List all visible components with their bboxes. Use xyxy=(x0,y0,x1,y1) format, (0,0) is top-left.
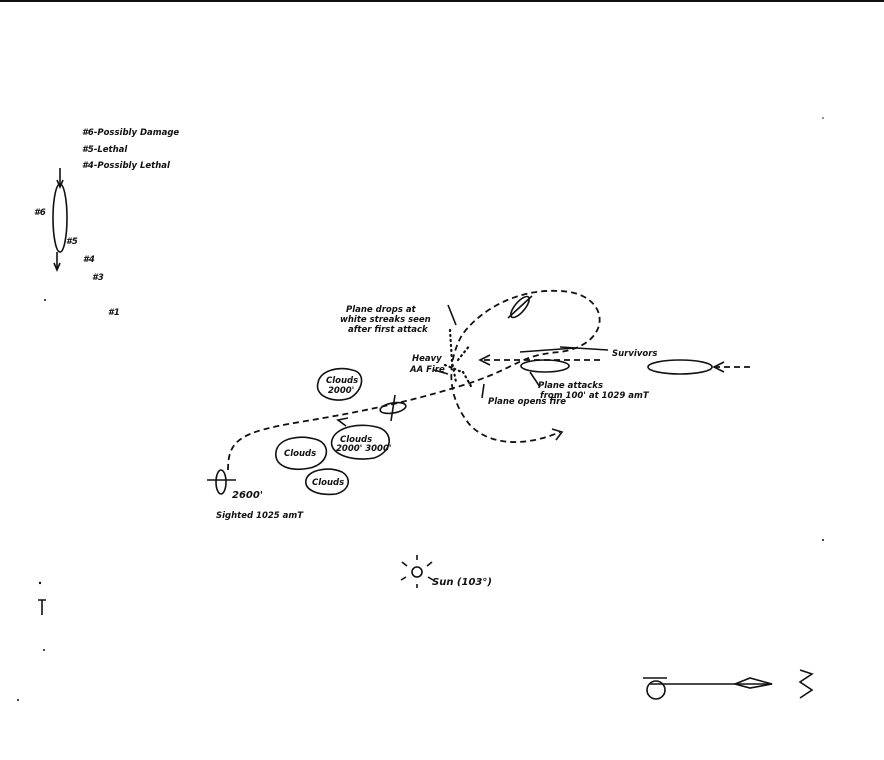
legend-line-1: #6-Possibly Damage xyxy=(82,128,179,138)
plane-opens-fire-label: Plane opens fire xyxy=(488,397,566,407)
mark-1: #1 xyxy=(108,308,120,318)
svg-text:Clouds: Clouds xyxy=(340,435,372,445)
svg-text:Clouds: Clouds xyxy=(284,449,316,459)
leader-opens-fire xyxy=(481,383,485,399)
cloud-bottom: Clouds xyxy=(305,468,349,496)
plane-sighted xyxy=(207,469,236,495)
escort-arrowhead xyxy=(712,361,725,373)
leader-attacks xyxy=(529,371,541,388)
cloud-top: Clouds 2000' xyxy=(316,367,363,401)
aa-fire-dots xyxy=(443,328,474,390)
plane-attacks-label-2: from 100' at 1029 amT xyxy=(540,391,650,401)
cloud-mid: Clouds xyxy=(275,436,328,470)
plane-drops-label-1: Plane drops at xyxy=(346,305,417,315)
plane-attacks-label-1: Plane attacks xyxy=(538,381,603,391)
leader-heavy xyxy=(433,369,449,375)
track-arrow-mid xyxy=(336,417,349,427)
svg-text:Clouds: Clouds xyxy=(312,478,344,488)
svg-text:2000': 2000' xyxy=(328,386,354,396)
mark-3: #3 xyxy=(92,273,104,283)
sun-icon xyxy=(400,555,434,588)
north-mark-icon xyxy=(798,669,814,699)
sun-label: Sun (103°) xyxy=(432,577,492,588)
scan-dot xyxy=(44,299,46,301)
plane-drops-label-3: after first attack xyxy=(348,325,429,335)
sighted-label: Sighted 1025 amT xyxy=(216,511,304,521)
survivors-label: Survivors xyxy=(612,349,657,359)
ship-label: #6 xyxy=(34,208,46,218)
legend-line-3: #4-Possibly Lethal xyxy=(82,161,171,171)
leader-plane-drops xyxy=(447,304,457,326)
survivor-arrowhead xyxy=(478,354,491,366)
svg-text:Clouds: Clouds xyxy=(326,376,358,386)
heavy-label-2: AA Fire xyxy=(409,365,445,375)
plane-upper xyxy=(507,295,533,319)
svg-text:2000' 3000': 2000' 3000' xyxy=(336,444,391,454)
mark-5: #5 xyxy=(66,237,78,247)
mark-4: #4 xyxy=(83,255,95,265)
cloud-right: Clouds 2000' 3000' xyxy=(330,424,391,460)
plane-middle xyxy=(379,394,407,422)
altitude-label: 2600' xyxy=(232,490,263,501)
escort-ship xyxy=(647,359,713,375)
plane-drops-label-2: white streaks seen xyxy=(340,315,431,325)
north-arrow-icon xyxy=(643,677,773,700)
track-arrow-end xyxy=(551,428,564,441)
heavy-label-1: Heavy xyxy=(412,354,442,364)
leader-survivors xyxy=(559,346,609,351)
formation-ship xyxy=(52,168,68,273)
legend-line-2: #5-Lethal xyxy=(82,145,128,155)
scan-specks xyxy=(17,117,824,701)
aircraft-track xyxy=(227,289,601,471)
